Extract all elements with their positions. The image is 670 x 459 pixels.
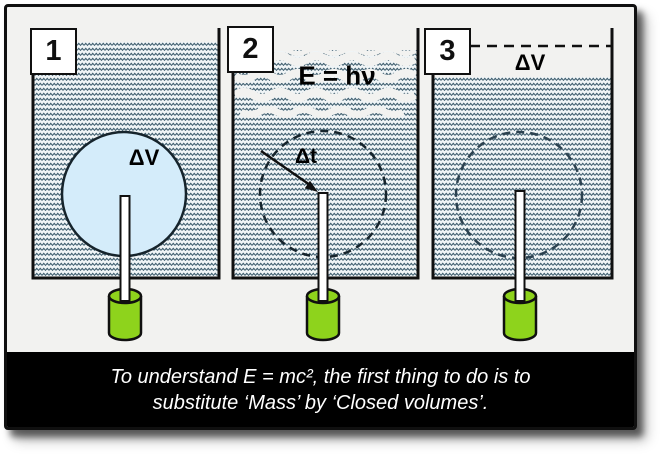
panel-3 (431, 28, 614, 342)
panel-2-cylinder-body (305, 296, 341, 342)
panel-2-arrow (260, 149, 318, 192)
panel-3-stirring-rod (514, 190, 526, 302)
caption-line-1: To understand E = mc², the first thing t… (110, 365, 531, 388)
panel-2-delta-t-label: Δt (294, 145, 318, 168)
figure-frame: 1 2 3 ΔV E = hν Δt ΔV To understand E = … (4, 4, 637, 430)
panel-3-cylinder-body (502, 296, 538, 342)
panel-3-number: 3 (439, 35, 456, 67)
panel-1 (31, 28, 221, 342)
panel-1-stirring-rod (119, 195, 131, 302)
panel-2-number: 2 (242, 33, 259, 65)
panel-2-stirring-rod (317, 192, 329, 302)
caption-line-2: substitute ‘Mass’ by ‘Closed volumes’. (152, 391, 489, 414)
panels-area: 1 2 3 ΔV E = hν Δt ΔV (7, 7, 634, 352)
diagram-canvas (31, 28, 614, 342)
panel-3-delta-v-label: ΔV (514, 50, 546, 75)
panel-1-cylinder-body (107, 296, 143, 342)
caption-bar: To understand E = mc², the first thing t… (7, 352, 634, 427)
panel-2-equation-label: E = hν (298, 60, 376, 91)
panel-1-number: 1 (45, 35, 62, 67)
panel-1-number-box: 1 (30, 28, 77, 75)
panel-2-number-box: 2 (227, 26, 274, 73)
panel-3-number-box: 3 (424, 28, 471, 75)
panel-1-delta-v-label: ΔV (128, 145, 160, 170)
